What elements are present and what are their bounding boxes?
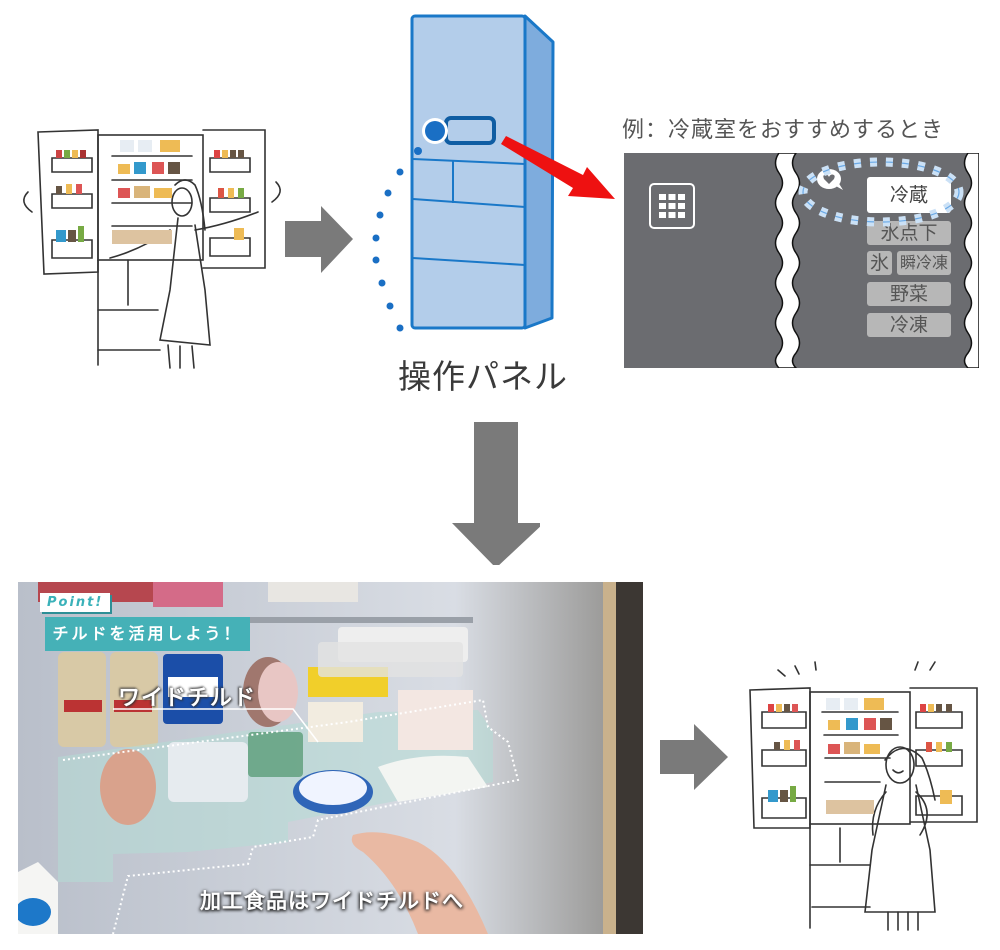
mode-button-sub-zero[interactable]: 氷点下 (867, 221, 951, 245)
mode-button-ice[interactable]: 氷 (867, 251, 892, 275)
mode-button-refrigerator[interactable]: 冷蔵 (867, 177, 951, 213)
photo-caption: 加工食品はワイドチルドへ (200, 889, 464, 913)
heart-speech-bubble-icon[interactable] (816, 168, 846, 196)
woman-opening-fridge-illustration (10, 100, 290, 370)
mode-button-vegetable[interactable]: 野菜 (867, 282, 951, 306)
happy-woman-fridge-illustration (740, 650, 990, 940)
wide-chilled-label: ワイドチルド (118, 686, 257, 711)
point-tag: Point! (40, 593, 111, 612)
refrigerator-diagram (360, 10, 620, 350)
highlight-ring (798, 157, 964, 227)
mode-button-quick-freeze[interactable]: 瞬冷凍 (897, 251, 951, 275)
menu-grid-icon[interactable] (649, 183, 695, 229)
operation-panel-closeup: 冷蔵 氷点下 氷 瞬冷凍 野菜 冷凍 (624, 153, 979, 368)
photo-title-band: チルドを活用しよう！ (45, 617, 250, 651)
arrow-right-icon (283, 205, 353, 275)
arrow-down-icon (450, 420, 540, 565)
arrow-right-icon (658, 724, 728, 794)
example-caption: 例：冷蔵室をおすすめするとき (622, 118, 945, 143)
operation-panel-caption: 操作パネル (398, 357, 568, 396)
mode-button-freezer[interactable]: 冷凍 (867, 313, 951, 337)
